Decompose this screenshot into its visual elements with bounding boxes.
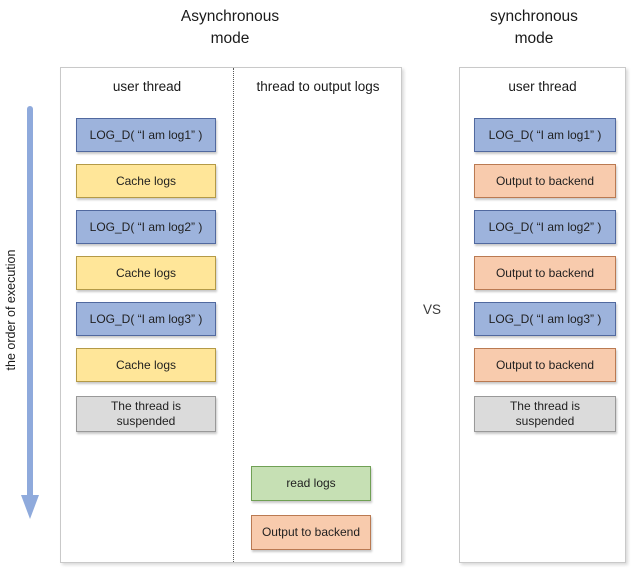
cache-logs-box: Cache logs	[76, 256, 216, 290]
async-mode-title: Asynchronous mode	[130, 6, 330, 50]
output-backend-box: Output to backend	[474, 348, 616, 382]
log-d-box: LOG_D( “I am log1” )	[76, 118, 216, 152]
execution-arrow-shaft	[27, 106, 33, 497]
async-mode-title-line2: mode	[210, 30, 250, 47]
execution-order-label: the order of execution	[4, 249, 18, 371]
async-user-thread-header: user thread	[112, 79, 182, 94]
thread-divider	[233, 68, 234, 562]
async-panel: user thread thread to output logs LOG_D(…	[60, 67, 402, 563]
log-d-box: LOG_D( “I am log2” )	[474, 210, 616, 244]
execution-arrow-down-icon	[21, 495, 39, 519]
read-logs-box: read logs	[251, 466, 371, 501]
output-backend-box: Output to backend	[474, 256, 616, 290]
output-backend-box: Output to backend	[474, 164, 616, 198]
async-output-thread-header: thread to output logs	[256, 79, 380, 94]
sync-mode-title-line1: synchronous	[490, 8, 578, 25]
async-mode-title-line1: Asynchronous	[180, 8, 280, 25]
cache-logs-box: Cache logs	[76, 164, 216, 198]
log-d-box: LOG_D( “I am log1” )	[474, 118, 616, 152]
thread-suspended-box: The thread is suspended	[76, 396, 216, 432]
log-d-box: LOG_D( “I am log2” )	[76, 210, 216, 244]
cache-logs-box: Cache logs	[76, 348, 216, 382]
sync-panel: user thread LOG_D( “I am log1” ) Output …	[459, 67, 626, 563]
sync-mode-title: synchronous mode	[434, 6, 634, 50]
output-backend-box: Output to backend	[251, 515, 371, 550]
thread-suspended-box: The thread is suspended	[474, 396, 616, 432]
log-d-box: LOG_D( “I am log3” )	[76, 302, 216, 336]
log-d-box: LOG_D( “I am log3” )	[474, 302, 616, 336]
sync-mode-title-line2: mode	[514, 30, 554, 47]
vs-label: VS	[422, 302, 441, 317]
sync-user-thread-header: user thread	[508, 79, 577, 94]
